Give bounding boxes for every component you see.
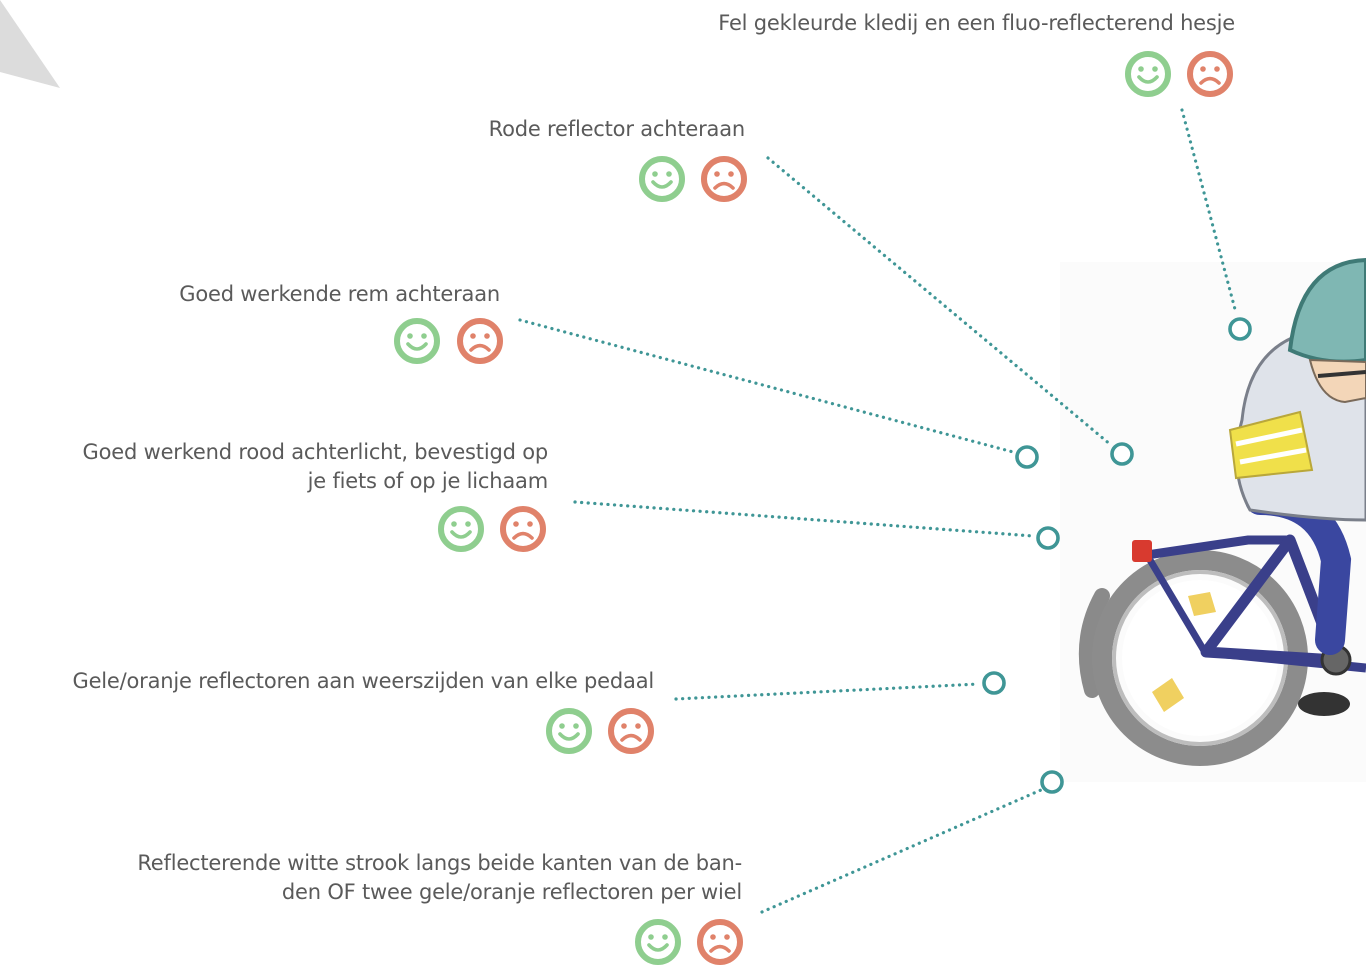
happy-smiley-icon[interactable] — [437, 505, 485, 553]
leader-rode-reflector — [768, 158, 1111, 445]
leader-fluo-hesje — [1182, 110, 1236, 313]
sad-smiley-icon[interactable] — [456, 317, 504, 365]
sad-smiley-icon[interactable] — [607, 707, 655, 755]
label-line: Gele/oranje reflectoren aan weerszijden … — [73, 667, 655, 696]
sad-smiley-icon[interactable] — [499, 505, 547, 553]
label-line: je fiets of op je lichaam — [83, 467, 548, 496]
sad-smiley-icon[interactable] — [700, 155, 748, 203]
happy-smiley-icon[interactable] — [393, 317, 441, 365]
happy-smiley-icon[interactable] — [634, 918, 682, 966]
marker-pedaal-reflectoren — [984, 673, 1004, 693]
label-line: Rode reflector achteraan — [489, 115, 745, 144]
leader-pedaal-reflectoren — [676, 684, 979, 699]
happy-smiley-icon[interactable] — [638, 155, 686, 203]
sad-smiley-icon[interactable] — [1186, 50, 1234, 98]
label-pedaal-reflectoren: Gele/oranje reflectoren aan weerszijden … — [73, 667, 655, 696]
leader-rem-achteraan — [520, 320, 1013, 452]
marker-fluo-hesje — [1230, 319, 1250, 339]
label-line: den OF twee gele/oranje reflectoren per … — [137, 878, 742, 907]
label-wiel-reflectie: Reflecterende witte strook langs beide k… — [137, 849, 742, 907]
sad-smiley-icon[interactable] — [696, 918, 744, 966]
happy-smiley-icon[interactable] — [545, 707, 593, 755]
label-rode-reflector: Rode reflector achteraan — [489, 115, 745, 144]
marker-rode-reflector — [1112, 444, 1132, 464]
happy-smiley-icon[interactable] — [1124, 50, 1172, 98]
label-rem-achteraan: Goed werkende rem achteraan — [179, 280, 500, 309]
label-fluo-hesje: Fel gekleurde kledij en een fluo-reflect… — [718, 9, 1235, 38]
marker-wiel-reflectie — [1042, 772, 1062, 792]
label-line: Goed werkende rem achteraan — [179, 280, 500, 309]
label-achterlicht: Goed werkend rood achterlicht, bevestigd… — [83, 438, 548, 496]
marker-achterlicht — [1038, 528, 1058, 548]
leader-achterlicht — [575, 502, 1033, 536]
label-line: Goed werkend rood achterlicht, bevestigd… — [83, 438, 548, 467]
leader-wiel-reflectie — [762, 790, 1041, 912]
label-line: Reflecterende witte strook langs beide k… — [137, 849, 742, 878]
marker-rem-achteraan — [1017, 447, 1037, 467]
label-line: Fel gekleurde kledij en een fluo-reflect… — [718, 9, 1235, 38]
